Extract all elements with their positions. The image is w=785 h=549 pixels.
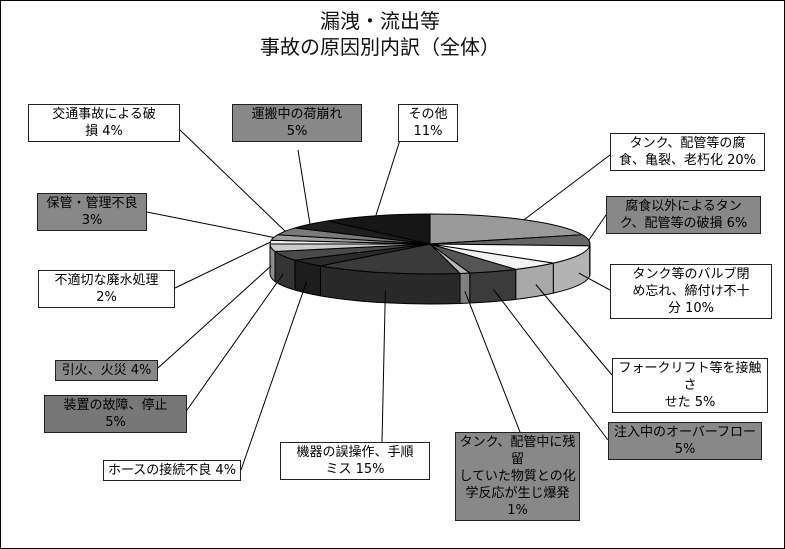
leader-line-9 [157,265,272,369]
leader-line-2 [578,272,611,291]
slice-label-line: 分 10% [667,301,715,316]
slice-label-line: 交通事故による破 [52,107,156,122]
slice-label-line: ホースの接続不良 4% [107,463,237,478]
leader-lines [146,129,613,471]
pie-slice-2 [429,243,591,264]
slice-label-line: 不適切な廃水処理 [54,273,159,288]
slice-label-line: 学反応が生じ爆発1% [465,486,570,518]
leader-line-10 [174,241,271,289]
slice-label-14: その他 11% [398,104,458,142]
slice-label-line: その他 [408,107,448,122]
slice-label-line: 装置の故障、停止 [63,398,168,413]
slice-label-line: 損 4% [85,124,123,139]
slice-label-2: タンク等のバルブ閉め忘れ、締付け不十分 10% [610,264,772,319]
pie-slice-14 [327,213,431,245]
slice-label-line: 運搬中の荷崩れ [251,107,343,122]
title-line-1: 漏洩・流出等 [320,9,440,33]
slice-label-line: 5% [286,124,308,139]
slice-label-10: 不適切な廃水処理 2% [38,270,175,308]
slice-label-line: 腐食以外によるタン [625,199,742,214]
leader-line-0 [523,154,611,221]
slice-label-line: 11% [413,124,443,139]
slice-label-12: 交通事故による破損 4% [28,104,180,142]
pie-slice-0 [429,213,584,245]
slice-label-line: 食、亀裂、老朽化 20% [618,153,757,168]
slice-label-line: 保管・管理不良 [46,196,138,211]
leader-line-14 [375,139,401,216]
slice-label-line: 引火、火災 4% [61,363,152,378]
pie-slice-6 [320,243,462,275]
leader-line-8 [186,273,284,411]
leader-line-11 [146,211,274,238]
leader-line-13 [297,149,311,225]
slice-label-line: タンク、配管中に残留 [459,435,576,467]
slice-label-3: フォークリフト等を接触させた 5% [612,358,768,413]
slice-label-9: 引火、火災 4% [55,360,158,381]
leader-line-12 [179,129,286,232]
slice-label-line: 2% [96,290,117,305]
slice-label-line: 5% [674,442,696,457]
slice-label-1: 腐食以外によるタンク、配管等の破損 6% [606,196,761,234]
slice-label-8: 装置の故障、停止 5% [44,395,187,433]
pie-sides [269,243,591,305]
slice-label-13: 運搬中の荷崩れ 5% [232,104,362,142]
leader-line-6 [381,290,386,443]
slice-label-line: タンク、配管等の腐 [629,136,746,151]
slice-label-4: 注入中のオーバーフロー 5% [608,422,762,460]
chart-title: 漏洩・流出等 事故の原因別内訳（全体） [200,8,560,60]
slice-label-7: ホースの接続不良 4% [103,460,241,481]
slice-label-0: タンク、配管等の腐食、亀裂、老朽化 20% [610,133,765,171]
leader-line-4 [493,289,609,441]
pie-side-4 [469,268,517,304]
slice-label-line: 3% [81,213,103,228]
pie-top [269,213,591,275]
slice-label-5: タンク、配管中に残留していた物質との化学反応が生じ爆発1% [455,432,580,521]
slice-label-line: 5% [105,415,126,430]
slice-label-line: タンク等のバルブ閉 [632,267,750,282]
slice-label-11: 保管・管理不良 3% [37,193,147,231]
slice-label-line: ク、配管等の破損 6% [619,216,748,231]
slice-label-line: せた 5% [664,395,716,410]
slice-label-line: フォークリフト等を接触さ [618,361,762,393]
slice-label-6: 機器の誤操作、手順ミス 15% [280,442,430,480]
slice-label-line: していた物質との化 [459,469,576,484]
leader-line-7 [240,280,308,471]
leader-line-3 [535,284,613,376]
slice-label-line: ミス 15% [325,462,385,477]
slice-label-line: 注入中のオーバーフロー [613,425,757,440]
slice-label-line: 機器の誤操作、手順 [296,445,414,460]
leader-line-1 [588,214,607,241]
title-line-2: 事故の原因別内訳（全体） [260,35,500,59]
slice-label-line: め忘れ、締付け不十 [632,284,750,299]
leader-line-5 [464,291,521,433]
